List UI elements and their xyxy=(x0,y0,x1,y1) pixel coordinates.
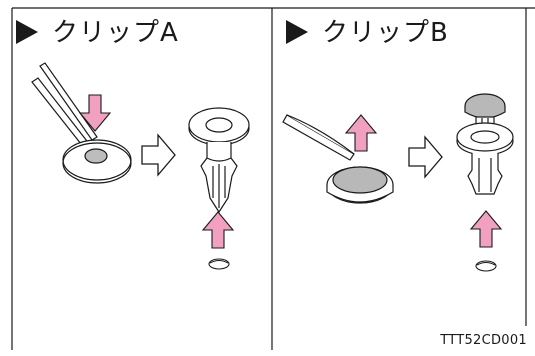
panel-b-title-text: クリップB xyxy=(322,18,449,48)
triangle-marker-icon xyxy=(286,19,308,44)
step-arrow-icon xyxy=(408,136,443,178)
figure-code: TTT52CD001 xyxy=(440,333,527,348)
clip-a-body xyxy=(188,107,250,214)
mounting-hole-icon xyxy=(208,258,230,270)
clip-a-head xyxy=(62,139,132,184)
panel-a-title: クリップA xyxy=(16,13,179,53)
clip-b-body xyxy=(456,93,514,195)
triangle-marker-icon xyxy=(16,19,38,44)
screwdriver-icon xyxy=(282,114,355,161)
pink-up-arrow-icon xyxy=(345,114,377,152)
pink-up-arrow-icon xyxy=(202,211,234,249)
frame xyxy=(11,7,535,350)
pink-up-arrow-icon xyxy=(470,210,502,248)
step-arrow-icon xyxy=(141,134,176,176)
panel-a-title-text: クリップA xyxy=(52,18,179,48)
panel-b-title: クリップB xyxy=(286,13,449,53)
clip-b-head xyxy=(326,166,394,204)
mounting-hole-icon xyxy=(475,260,497,272)
screwdriver-icon xyxy=(31,62,98,150)
